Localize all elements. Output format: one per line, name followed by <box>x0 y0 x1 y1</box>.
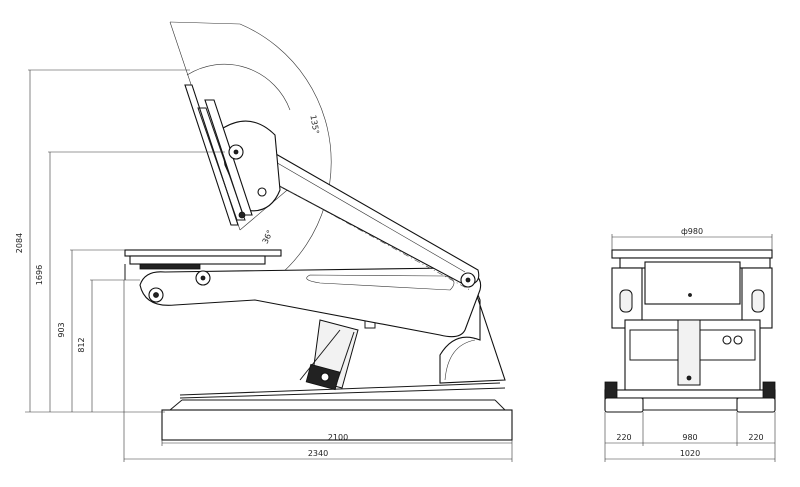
dim-total-height: 2084 <box>15 233 24 253</box>
lower-link-slot <box>306 274 455 291</box>
front-center-post <box>677 319 701 386</box>
front-table-top <box>611 249 773 259</box>
front-view: ф980 220 980 220 1020 <box>604 227 776 462</box>
lower-link-arm <box>139 267 482 338</box>
side-vertical-dims <box>25 69 225 413</box>
side-view: 2084 1696 903 812 2100 2340 135° 36° <box>15 21 513 462</box>
angle-swing: 36° <box>261 229 275 246</box>
base-foot-left <box>169 399 183 411</box>
platform-lower <box>124 249 282 280</box>
front-upper-box <box>644 261 741 305</box>
hydraulic-cylinder <box>299 317 376 391</box>
front-left-foot <box>604 397 644 413</box>
base-skid <box>179 382 501 396</box>
front-right-roller <box>751 289 765 313</box>
rear-support-cutout <box>444 339 476 381</box>
base-plate <box>161 409 513 441</box>
front-right-foot <box>736 397 776 413</box>
angle-tilt: 135° <box>308 114 320 135</box>
front-dim-overall: 1020 <box>680 449 700 458</box>
base-skid-lower <box>179 387 506 399</box>
side-horizontal-dims <box>123 280 513 462</box>
dim-inner-height: 812 <box>77 337 86 352</box>
pivot-pin-bracket <box>257 187 267 197</box>
dim-base-length: 2100 <box>328 433 348 442</box>
dim-overall-length: 2340 <box>308 449 328 458</box>
front-dim-center: 980 <box>682 433 697 442</box>
rear-support <box>439 274 506 384</box>
tilt-inner-arc <box>186 63 291 111</box>
front-dim-left: 220 <box>616 433 631 442</box>
front-dim-diameter: ф980 <box>681 227 703 236</box>
front-dim-right: 220 <box>748 433 763 442</box>
upper-link-centerline <box>231 159 471 291</box>
base-foot-right <box>494 399 506 411</box>
dim-platform-height: 903 <box>57 322 66 337</box>
dim-mid-height: 1696 <box>35 265 44 285</box>
tilted-table <box>184 84 253 226</box>
upper-link-inner <box>254 149 466 273</box>
front-left-roller <box>619 289 633 313</box>
front-base-rail <box>604 389 776 399</box>
